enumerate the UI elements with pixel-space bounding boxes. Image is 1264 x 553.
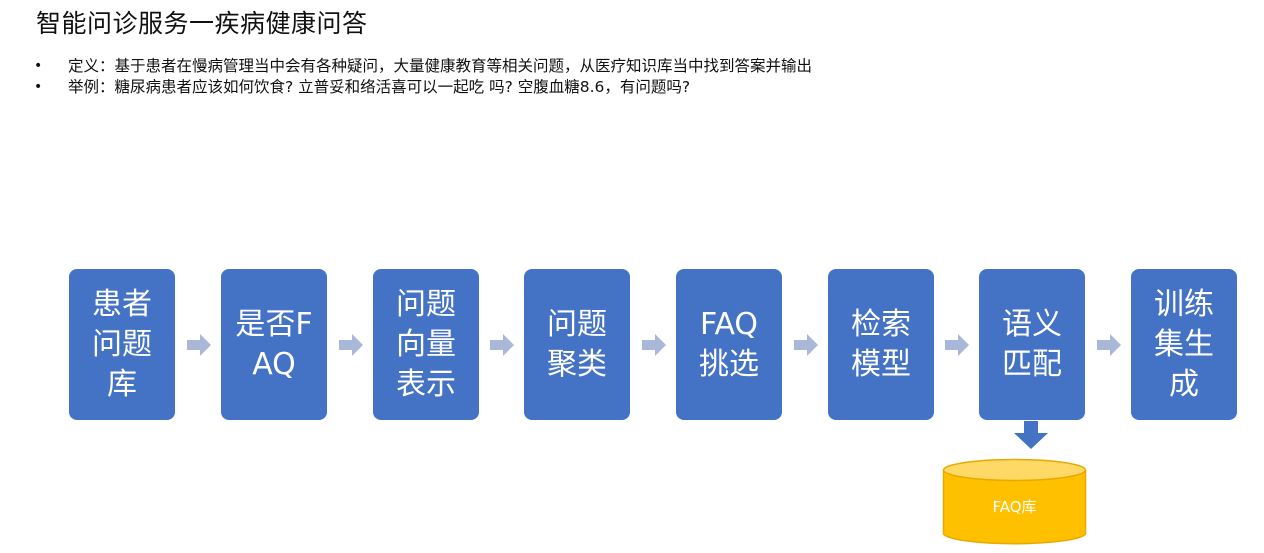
bullet-item-definition: • 定义：基于患者在慢病管理当中会有各种疑问，大量健康教育等相关问题，从医疗知识… xyxy=(34,56,812,77)
arrow-right-icon xyxy=(945,334,969,356)
arrow-down-icon xyxy=(1014,421,1048,449)
flow-step-patient-question-bank: 患者问题库 xyxy=(69,269,175,420)
bullet-item-example: • 举例：糖尿病患者应该如何饮食? 立普妥和络活喜可以一起吃 吗? 空腹血糖8.… xyxy=(34,77,812,98)
flow-step-faq-selection: FAQ挑选 xyxy=(676,269,782,420)
flow-step-semantic-matching: 语义匹配 xyxy=(979,269,1085,420)
database-label: FAQ库 xyxy=(992,498,1037,516)
arrow-right-icon xyxy=(490,334,514,356)
bullet-list: • 定义：基于患者在慢病管理当中会有各种疑问，大量健康教育等相关问题，从医疗知识… xyxy=(34,56,812,98)
bullet-text: 举例：糖尿病患者应该如何饮食? 立普妥和络活喜可以一起吃 吗? 空腹血糖8.6，… xyxy=(68,78,691,96)
arrow-right-icon xyxy=(339,334,363,356)
bullet-dot-icon: • xyxy=(34,79,43,95)
bullet-text: 定义：基于患者在慢病管理当中会有各种疑问，大量健康教育等相关问题，从医疗知识库当… xyxy=(68,57,813,75)
flow-step-training-set-generation: 训练集生成 xyxy=(1131,269,1237,420)
flow-step-is-faq: 是否FAQ xyxy=(221,269,327,420)
arrow-right-icon xyxy=(642,334,666,356)
arrow-right-icon xyxy=(187,334,211,356)
arrow-right-icon xyxy=(794,334,818,356)
database-cylinder-icon xyxy=(942,458,1087,545)
flow-step-retrieval-model: 检索模型 xyxy=(828,269,934,420)
bullet-dot-icon: • xyxy=(34,58,43,74)
page-title: 智能问诊服务一疾病健康问答 xyxy=(36,9,368,38)
flow-step-question-vector: 问题向量表示 xyxy=(373,269,479,420)
arrow-right-icon xyxy=(1097,334,1121,356)
flow-step-question-clustering: 问题聚类 xyxy=(524,269,630,420)
